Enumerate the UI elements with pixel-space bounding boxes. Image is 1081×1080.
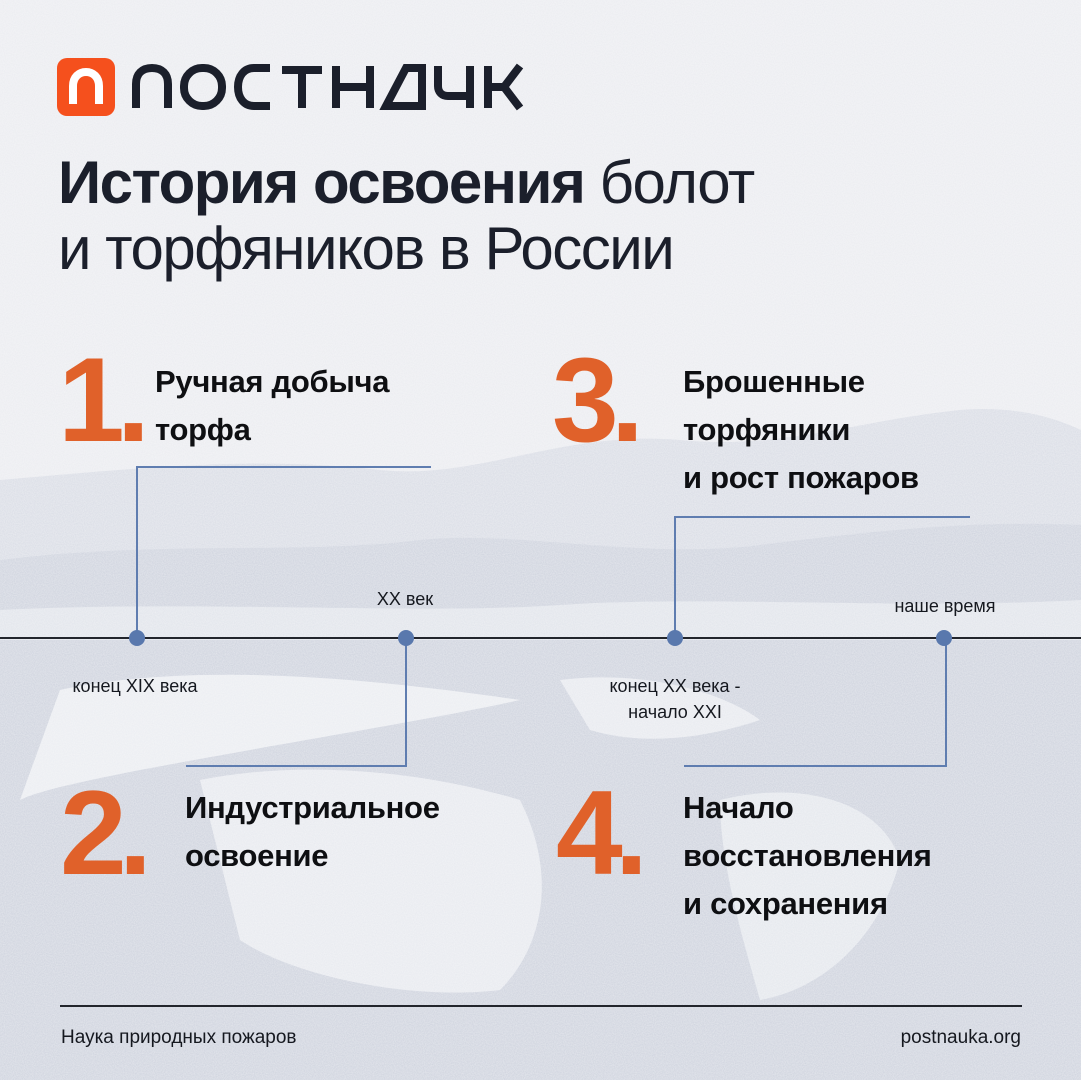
- step-1-line2: торфа: [155, 412, 251, 447]
- timeline-marker-4[interactable]: [936, 630, 952, 646]
- title-regular-2: и торфяников в России: [58, 215, 675, 282]
- step-1-title: Ручная добыча торфа: [155, 358, 389, 454]
- footer-divider: [60, 1005, 1022, 1007]
- era-label-3: конец XX века - начало XXI: [570, 673, 780, 725]
- title-regular-1: болот: [599, 149, 756, 216]
- era-label-2: XX век: [376, 589, 434, 609]
- step-3-line2: торфяники: [683, 412, 851, 447]
- page-title: История освоения болот и торфяников в Ро…: [58, 150, 958, 282]
- step-4-number: 4.: [556, 766, 648, 900]
- step-2-number: 2.: [60, 766, 152, 900]
- footer-series-label: Наука природных пожаров: [61, 1027, 297, 1048]
- title-bold: История освоения: [58, 149, 586, 216]
- step-1-line1: Ручная добыча: [155, 364, 390, 399]
- step-1-number: 1.: [58, 333, 150, 467]
- era-label-3-line2: начало XXI: [628, 702, 722, 722]
- logo-badge[interactable]: [57, 58, 115, 116]
- timeline-axis: [0, 637, 1081, 639]
- timeline-marker-2[interactable]: [398, 630, 414, 646]
- step-2-line1: Индустриальное: [185, 790, 440, 825]
- postnauka-n-icon: [69, 67, 103, 104]
- footer-site-link[interactable]: postnauka.org: [900, 1027, 1021, 1048]
- step-4-line1: Начало: [683, 790, 794, 825]
- step-2-title: Индустриальное освоение: [185, 784, 440, 880]
- era-label-1: конец XIX века: [72, 676, 198, 696]
- era-label-4: наше время: [894, 596, 996, 616]
- era-label-3-line1: конец XX века -: [609, 676, 741, 696]
- step-3-title: Брошенные торфяники и рост пожаров: [683, 358, 919, 502]
- timeline-marker-3[interactable]: [667, 630, 683, 646]
- step-3-line1: Брошенные: [683, 364, 865, 399]
- connector-step-4: [684, 639, 947, 767]
- wordmark-glyphs: [132, 63, 524, 111]
- step-3-line3: и рост пожаров: [683, 460, 919, 495]
- step-2-line2: освоение: [185, 838, 329, 873]
- step-4-line3: и сохранения: [683, 886, 888, 921]
- step-4-title: Начало восстановления и сохранения: [683, 784, 932, 928]
- connector-step-1: [136, 466, 431, 639]
- connector-step-2: [186, 639, 407, 767]
- step-4-line2: восстановления: [683, 838, 932, 873]
- step-3-number: 3.: [552, 333, 644, 467]
- connector-step-3: [674, 516, 970, 639]
- timeline-marker-1[interactable]: [129, 630, 145, 646]
- logo-wordmark[interactable]: [132, 62, 542, 112]
